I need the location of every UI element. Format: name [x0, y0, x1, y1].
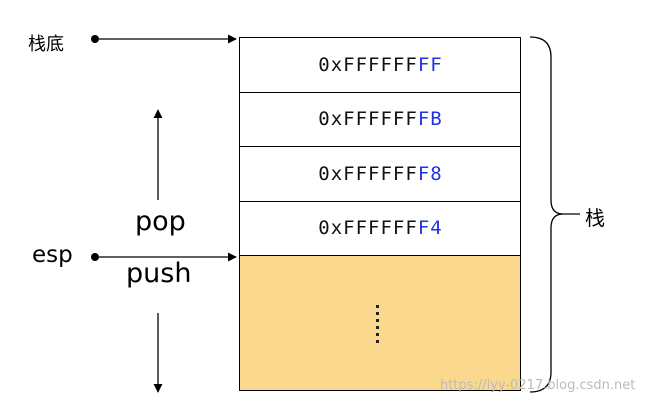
cell-address-suffix: FB	[417, 108, 443, 130]
cell-address-prefix: 0xFFFFFF	[318, 54, 418, 76]
ellipsis-dots	[376, 305, 379, 343]
stack-label: 栈	[585, 206, 605, 230]
cell-address-prefix: 0xFFFFFF	[318, 217, 418, 239]
esp-dot	[91, 253, 99, 261]
stack-bottom-dot	[91, 35, 99, 43]
stack-brace	[529, 36, 564, 393]
cell-address-suffix: F8	[417, 163, 443, 185]
cell-address-suffix: FF	[417, 54, 443, 76]
stack-frame	[239, 37, 521, 391]
stack-bottom-label: 栈底	[28, 34, 64, 55]
cell-address-prefix: 0xFFFFFF	[318, 163, 418, 185]
watermark: https://lyy-0217.blog.csdn.net	[440, 378, 636, 393]
cell-address-suffix: F4	[417, 217, 443, 239]
cell-address-prefix: 0xFFFFFF	[318, 108, 418, 130]
free-stack-area	[240, 256, 520, 390]
push-label: push	[126, 258, 192, 289]
pop-label: pop	[135, 206, 186, 237]
esp-label: esp	[32, 242, 73, 268]
